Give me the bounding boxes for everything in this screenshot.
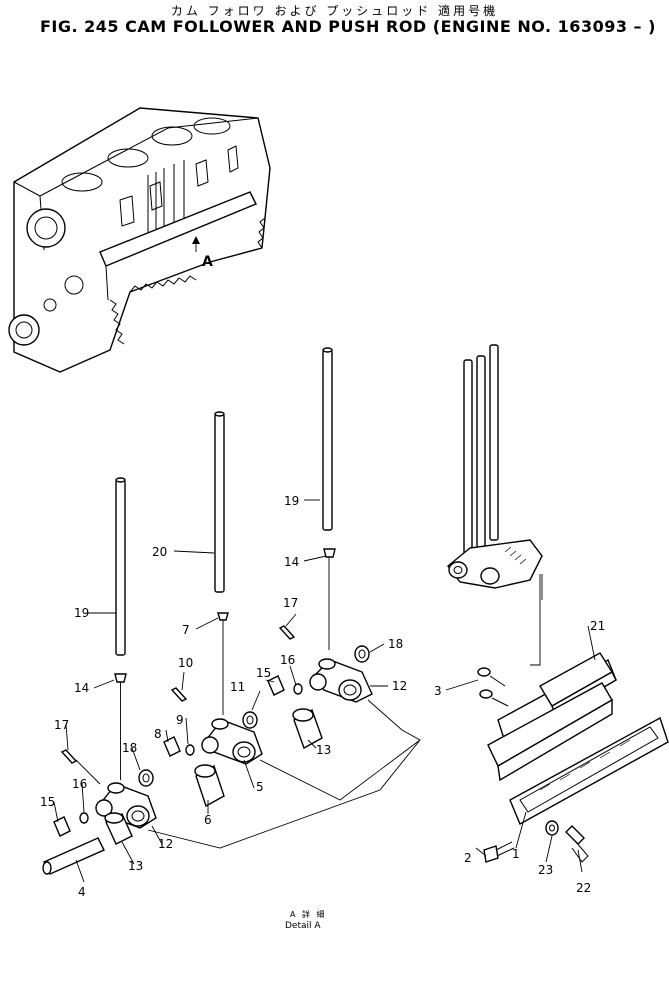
- part-15-pin-right: [267, 675, 285, 696]
- part-15-pin-left: [53, 816, 71, 837]
- callout-19-left: 19: [74, 606, 89, 620]
- push-rod-middle: [214, 411, 225, 593]
- callout-16-left: 16: [72, 777, 87, 791]
- callout-11: 11: [230, 680, 245, 694]
- part-18-washer-right: [354, 645, 370, 663]
- push-rod-cap-middle: [217, 612, 229, 621]
- part-9-pin: [185, 744, 195, 756]
- push-rod-cap-left: [114, 673, 127, 683]
- leader-lines: [53, 499, 596, 883]
- callout-23: 23: [538, 863, 553, 877]
- callout-12-right: 12: [392, 679, 407, 693]
- part-23-washer: [545, 820, 559, 836]
- part-4-shaft: [42, 837, 105, 875]
- part-10-pin: [170, 687, 188, 702]
- push-rod-right: [322, 347, 333, 531]
- callout-12-left: 12: [158, 837, 173, 851]
- callout-18-left: 18: [122, 741, 137, 755]
- part-2-bolt: [483, 841, 515, 863]
- callout-2: 2: [464, 851, 472, 865]
- callout-19-right: 19: [284, 494, 299, 508]
- callout-4: 4: [78, 885, 86, 899]
- callout-numbers: 19 14 20 7 19 14 17 16 15 18 12 13 5 11 …: [40, 494, 605, 899]
- callout-17-right: 17: [283, 596, 298, 610]
- callout-5: 5: [256, 780, 264, 794]
- callout-21: 21: [590, 619, 605, 633]
- push-rod-left: [115, 477, 126, 656]
- callout-22: 22: [576, 881, 591, 895]
- part-18-washer-left: [138, 769, 154, 787]
- part-8-pin: [163, 736, 181, 757]
- part-17-pin-right: [278, 625, 296, 640]
- part-17-pin-left: [60, 749, 78, 764]
- callout-20: 20: [152, 545, 167, 559]
- part-13-bushing-right: [292, 708, 323, 750]
- callout-15-left: 15: [40, 795, 55, 809]
- figure-title-japanese: カム フォロワ および プッシュロッド 適用号機: [170, 4, 499, 18]
- part-22-bolt: [565, 825, 589, 863]
- callout-18-right: 18: [388, 637, 403, 651]
- callout-6: 6: [204, 813, 212, 827]
- callout-10: 10: [178, 656, 193, 670]
- callout-17-left: 17: [54, 718, 69, 732]
- callout-1: 1: [512, 847, 520, 861]
- callout-15-right: 15: [256, 666, 271, 680]
- callout-3: 3: [434, 684, 442, 698]
- part-1-cover-plate: [487, 682, 669, 825]
- figure-title: FIG. 245 CAM FOLLOWER AND PUSH ROD (ENGI…: [40, 17, 656, 36]
- callout-13-right: 13: [316, 743, 331, 757]
- part-3-bolts: [477, 667, 509, 707]
- part-6-bushing: [194, 764, 225, 808]
- part-16-pin-right: [293, 683, 303, 695]
- callout-9: 9: [176, 713, 184, 727]
- part-13-bushing-left: [104, 812, 133, 845]
- detail-caption: Detail A: [285, 921, 321, 931]
- engine-block-illustration: A: [8, 107, 271, 373]
- detail-caption-japanese: A 詳 細: [290, 909, 327, 919]
- callout-8: 8: [154, 727, 162, 741]
- callout-14-right: 14: [284, 555, 299, 569]
- callout-16-right: 16: [280, 653, 295, 667]
- callout-7: 7: [182, 623, 190, 637]
- cam-follower-middle: [201, 718, 263, 765]
- callout-14-left: 14: [74, 681, 89, 695]
- push-rod-cap-right: [323, 548, 336, 558]
- cam-follower-right: [309, 658, 373, 703]
- detail-a-marker: A: [202, 254, 213, 270]
- push-rod-assembly-installed: [447, 344, 543, 589]
- callout-13-left: 13: [128, 859, 143, 873]
- part-16-pin-left: [79, 812, 89, 824]
- part-11-washer: [242, 711, 258, 729]
